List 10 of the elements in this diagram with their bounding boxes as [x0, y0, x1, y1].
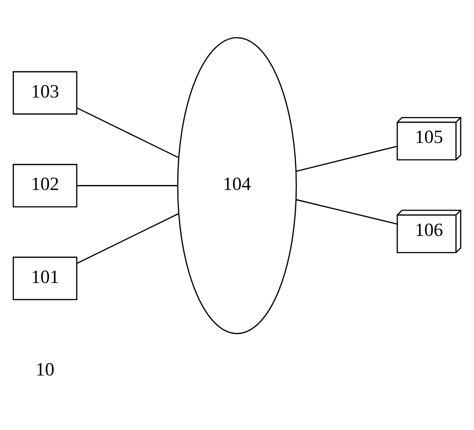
connector [76, 213, 179, 264]
connector [76, 107, 179, 158]
node-box: 102 [12, 164, 78, 208]
node-box: 103 [12, 71, 78, 115]
node-box: 101 [12, 256, 78, 300]
node-ellipse: 104 [177, 37, 297, 334]
connector [296, 199, 398, 225]
label: 10 [36, 360, 54, 381]
connector [77, 185, 178, 186]
connector [296, 146, 398, 172]
